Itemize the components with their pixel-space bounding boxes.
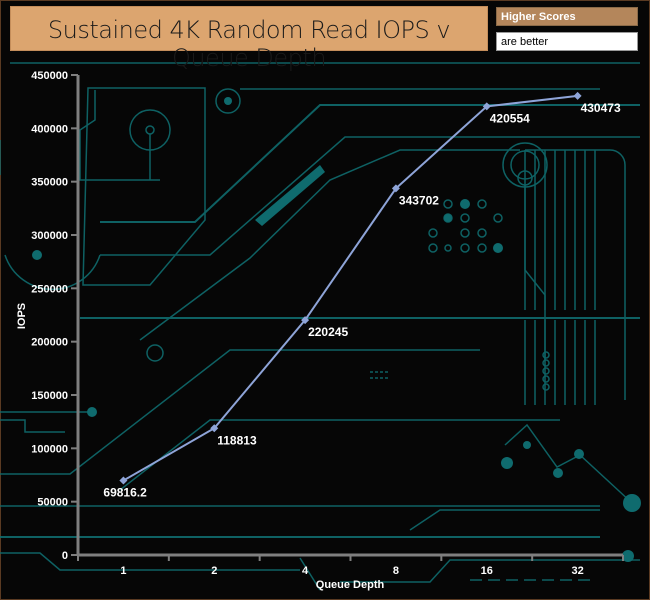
circuit-trace [0,419,65,433]
data-label: 343702 [399,193,439,207]
x-axis-title: Queue Depth [316,579,385,591]
circuit-pad [493,213,503,223]
higher-scores-badge: Higher Scores [496,7,638,26]
circuit-pad-fill [523,441,531,449]
circuit-pad [542,367,550,375]
data-point-marker [391,184,400,193]
circuit-pad [477,228,487,238]
circuit-pad [542,351,550,359]
y-tick-label: 100000 [31,443,68,455]
y-tick-label: 400000 [31,123,68,135]
data-point-marker [210,424,219,433]
circuit-pad-fill [444,214,452,222]
circuit-pad-fill [87,407,97,417]
circuit-trace [0,349,480,475]
circuit-bar [255,165,325,226]
circuit-trace [409,509,600,531]
circuit-pad [542,359,550,367]
circuit-trace [524,320,596,405]
circuit-pad [444,244,452,252]
circuit-pad-fill [224,97,232,105]
circuit-pad [460,228,470,238]
circuit-pad [477,199,487,209]
data-label: 69816.2 [103,486,147,500]
circuit-pad [443,199,453,209]
circuit-trace [504,423,633,504]
circuit-trace [100,136,640,256]
circuit-trace [525,149,626,400]
circuit-trace [119,419,560,491]
x-tick-label: 32 [571,565,583,577]
circuit-pad-fill [493,243,503,253]
circuit-trace [524,185,546,360]
circuit-trace [79,90,160,181]
circuit-pad [460,213,470,223]
circuit-pad [542,383,550,391]
data-point-marker [119,476,128,485]
circuit-pad [428,228,438,238]
circuit-pad [146,344,164,362]
x-tick-label: 4 [302,565,309,577]
y-tick-label: 200000 [31,337,68,349]
data-point-marker [482,102,491,111]
chart-title: Sustained 4K Random Read IOPS v Queue De… [47,16,451,72]
circuit-trace [370,371,390,379]
chart-title-box: Sustained 4K Random Read IOPS v Queue De… [10,6,488,72]
y-axis: 0 50000 100000 150000 200000 250000 300000 3500… [31,70,80,562]
circuit-trace [299,557,321,591]
circuit-trace [340,559,640,583]
y-tick-label: 0 [62,550,68,562]
y-tick-label: 350000 [31,177,68,189]
data-point-marker [573,91,582,100]
data-label: 118813 [217,433,257,447]
circuit-pad [215,88,241,114]
y-tick-label: 300000 [31,230,68,242]
y-tick-label: 250000 [31,283,68,295]
circuit-pad [510,150,540,180]
circuit-pad [477,243,487,253]
circuit-pad [460,243,470,253]
circuit-trace [4,254,101,291]
series-line [122,94,578,482]
data-label: 430473 [581,101,621,115]
data-label: 420554 [490,111,530,125]
circuit-pad [542,375,550,383]
x-tick-label: 2 [211,565,217,577]
data-label: 220245 [308,325,348,339]
y-tick-label: 50000 [37,497,68,509]
circuit-trace [100,104,640,223]
data-point-marker [301,316,310,325]
are-better-badge: are better [496,32,638,51]
x-tick-label: 16 [481,565,493,577]
x-tick-label: 1 [120,565,126,577]
y-axis-title: IOPS [16,303,28,329]
circuit-pad-fill [574,449,584,459]
circuit-trace [0,552,300,571]
circuit-pad [428,243,438,253]
circuit-pad-fill [501,457,513,469]
y-tick-label: 450000 [31,70,68,82]
x-axis: 1 2 4 8 16 32 [77,553,624,577]
x-tick-label: 8 [393,565,399,577]
circuit-pad-fill [460,199,470,209]
circuit-pad-fill [32,250,42,260]
series-iops: 69816.2 118813 220245 343702 420554 430473 [103,91,621,500]
circuit-trace [139,149,520,341]
circuit-pad-fill [622,550,634,562]
circuit-pad-fill [623,494,641,512]
circuit-pad-fill [553,468,563,478]
circuit-trace [82,87,206,286]
y-tick-label: 150000 [31,390,68,402]
